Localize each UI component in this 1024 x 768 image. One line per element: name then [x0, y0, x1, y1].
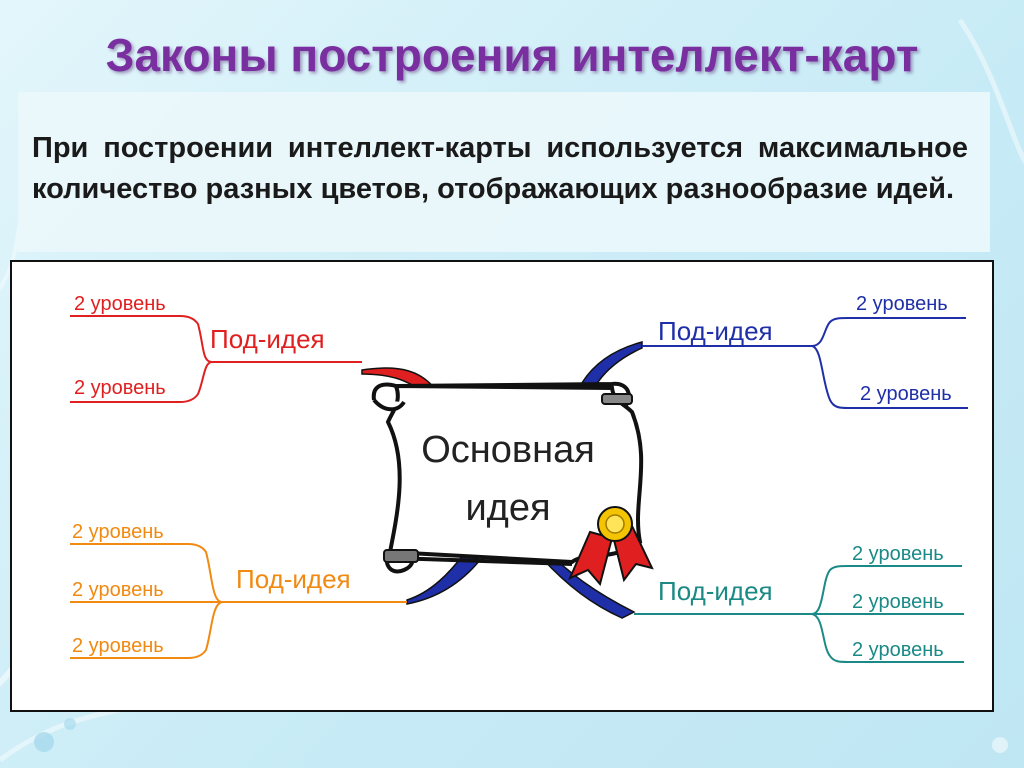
subidea-label-top-right: Под-идея: [658, 316, 773, 346]
central-idea-line1: Основная: [421, 429, 595, 471]
level2-label-top-right-1: 2 уровень: [856, 293, 948, 315]
level2-label-top-right-2: 2 уровень: [860, 383, 952, 405]
mindmap-canvas: Под-идея 2 уровень 2 уровень Под-идея 2 …: [70, 293, 968, 663]
level2-label-bottom-right-3: 2 уровень: [852, 639, 944, 661]
branch-bottom-right: [634, 565, 964, 663]
level2-label-bottom-right-2: 2 уровень: [852, 591, 944, 613]
branch-bottom-left: [70, 543, 407, 659]
central-idea-line2: идея: [465, 487, 550, 529]
branch-top-right: [642, 317, 968, 409]
level2-label-bottom-left-3: 2 уровень: [72, 635, 164, 657]
level2-label-top-left-2: 2 уровень: [74, 377, 166, 399]
subidea-label-bottom-left: Под-идея: [236, 564, 351, 594]
mindmap-diagram: Под-идея 2 уровень 2 уровень Под-идея 2 …: [10, 260, 994, 712]
level2-label-top-left-1: 2 уровень: [74, 293, 166, 315]
seal-icon: [568, 506, 654, 587]
ribbon-bottom-right: [541, 548, 636, 619]
level2-label-bottom-left-1: 2 уровень: [72, 521, 164, 543]
level2-label-bottom-right-1: 2 уровень: [852, 543, 944, 565]
slide-title: Законы построения интеллект-карт: [105, 29, 919, 81]
branch-top-left: [70, 315, 362, 403]
subidea-label-top-left: Под-идея: [210, 324, 325, 354]
body-paragraph: При построении интеллект-карты используе…: [32, 132, 968, 205]
subidea-label-bottom-right: Под-идея: [658, 576, 773, 606]
level2-label-bottom-left-2: 2 уровень: [72, 579, 164, 601]
text-panel: [18, 92, 990, 252]
scroll-graphic: [371, 381, 644, 574]
